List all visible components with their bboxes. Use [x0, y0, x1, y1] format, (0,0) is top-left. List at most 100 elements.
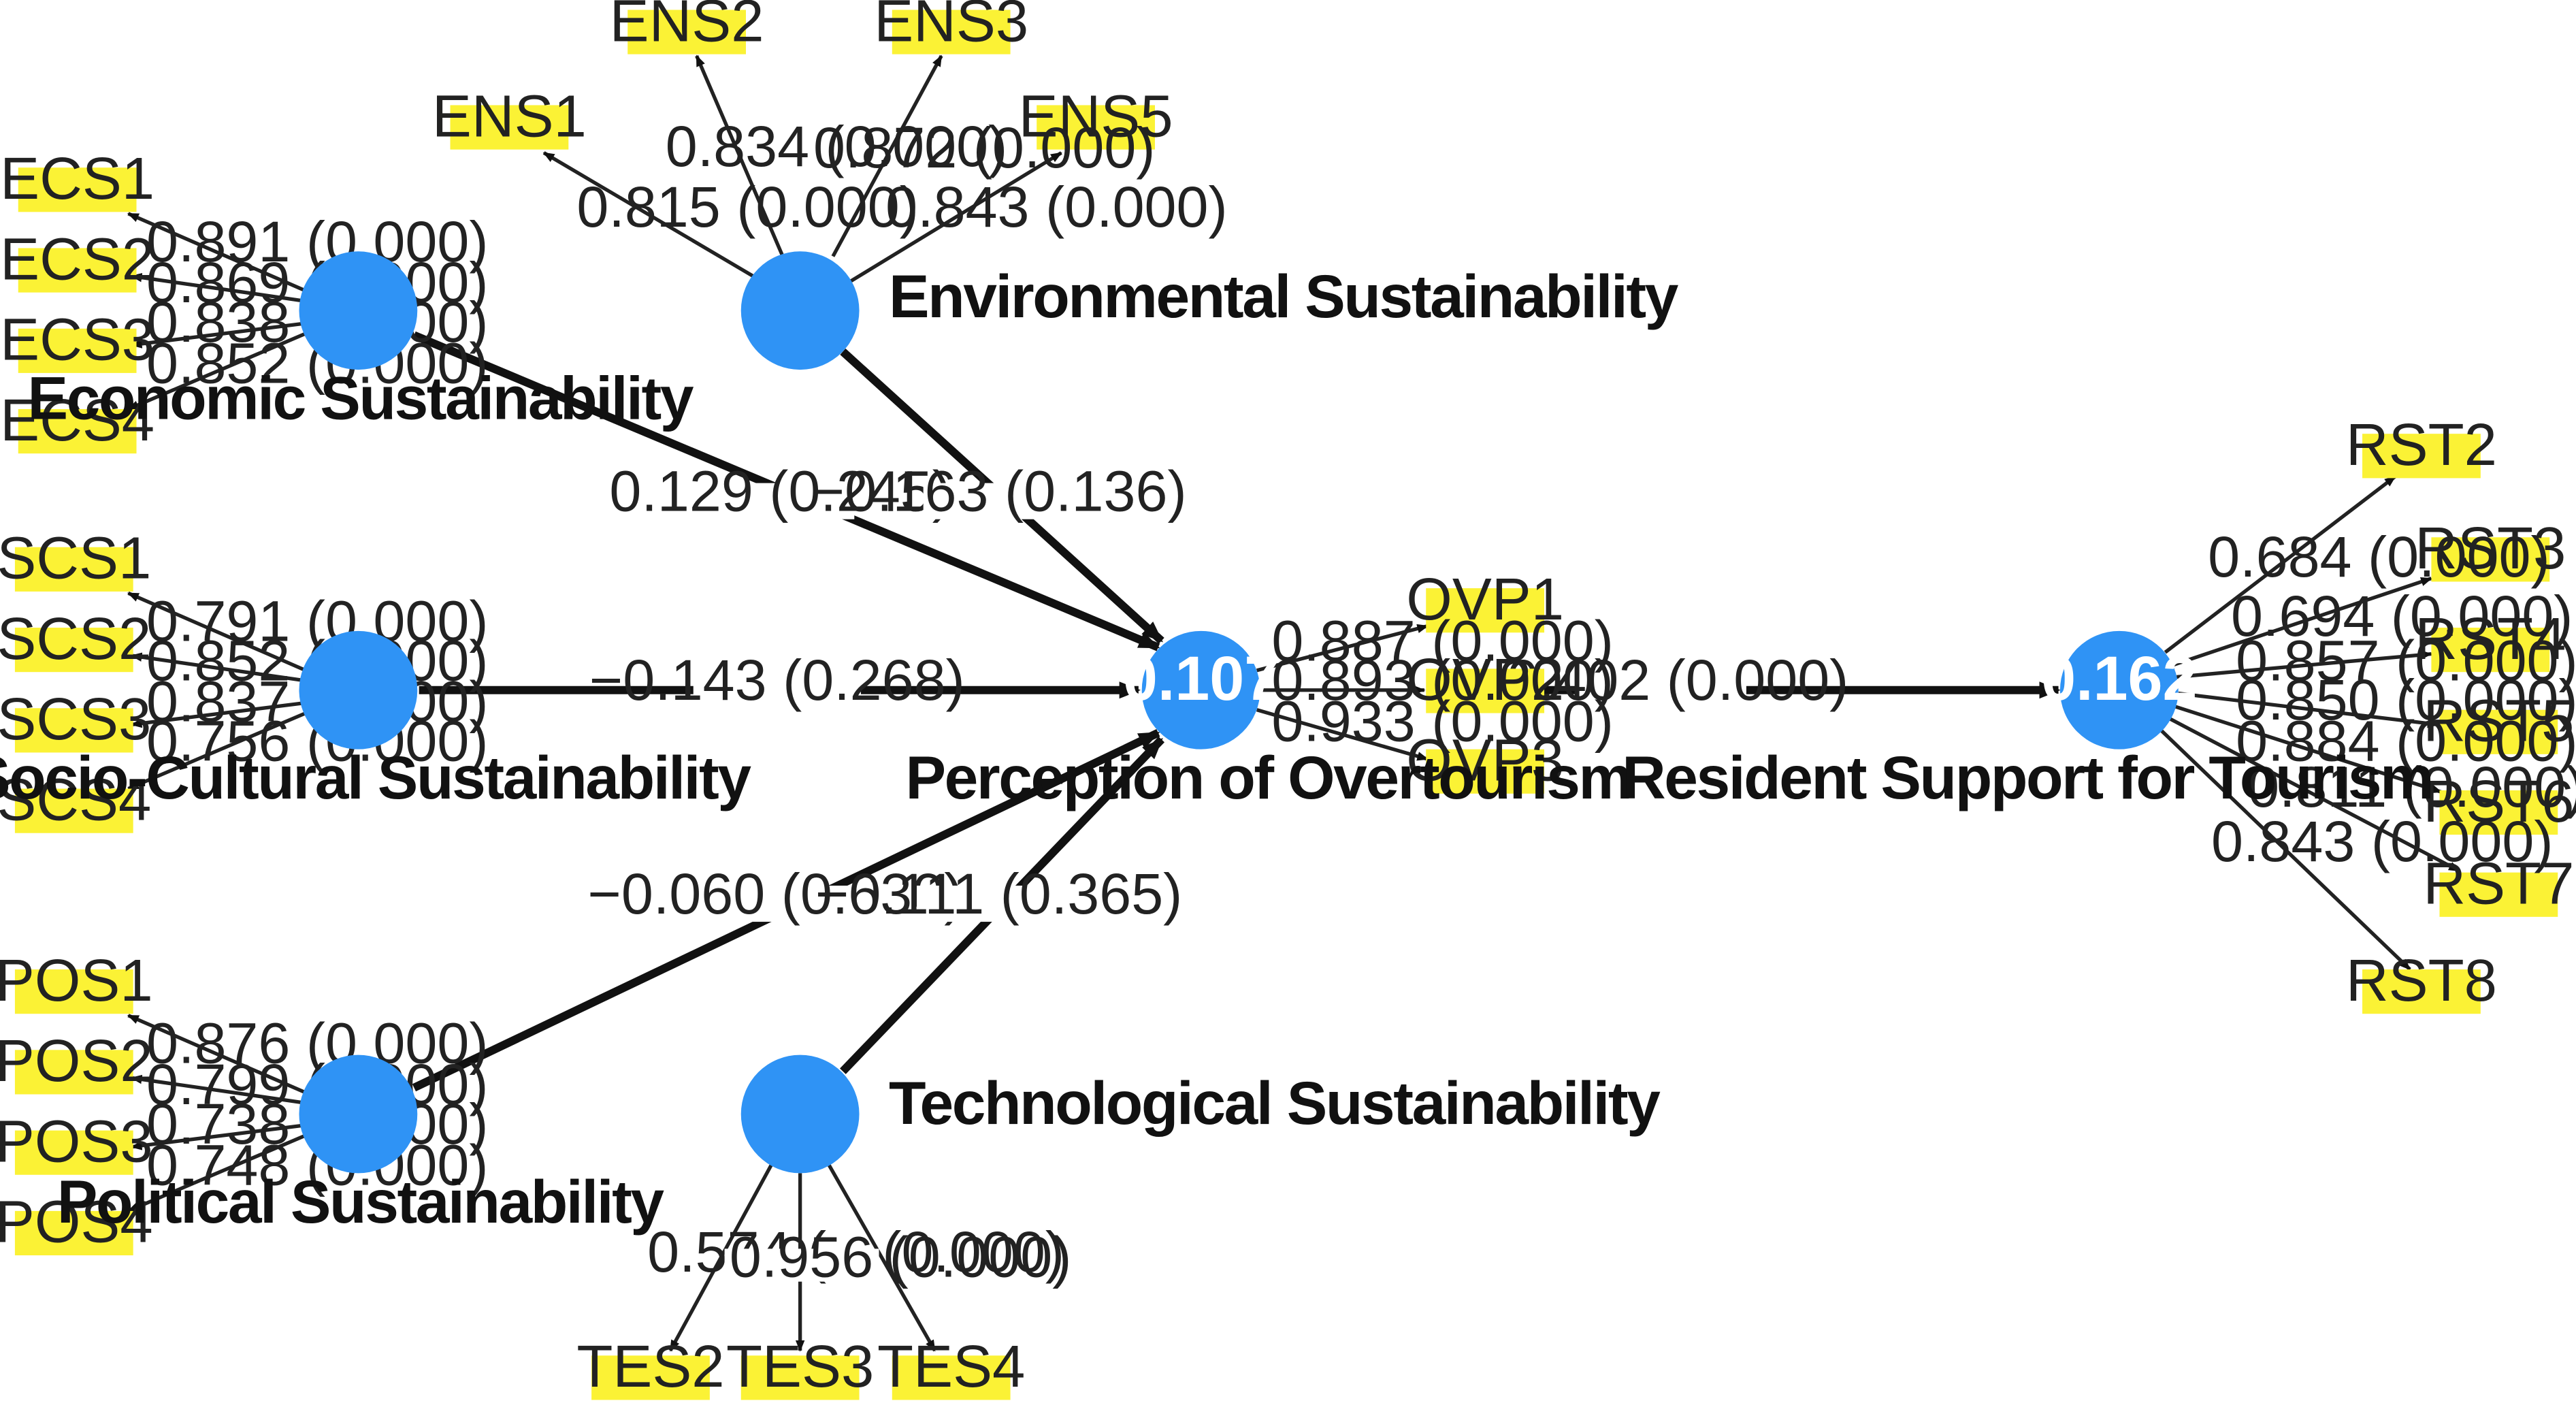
tes-arrow-1 [668, 1162, 774, 1352]
indicator-POS3 [14, 1130, 133, 1175]
indicator-label: ECS1 [0, 146, 154, 212]
indicator-OVP2 [1426, 668, 1545, 713]
ovp-arrow-1 [1256, 624, 1429, 673]
construct-ens [740, 251, 860, 370]
indicator-SCS4 [14, 788, 133, 833]
indicator-RST5 [2439, 709, 2558, 754]
construct-ovp [1141, 630, 1260, 750]
indicator-label: TES2 [576, 1334, 724, 1400]
loading-ENS5: 0.843 (0.000) [885, 175, 1227, 239]
indicator-label: ECS4 [0, 387, 154, 453]
construct-ecs [299, 251, 418, 370]
indicator-label: POS3 [0, 1108, 153, 1174]
indicator-RST3 [2431, 537, 2550, 582]
loading-ENS1: 0.815 (0.000) [576, 175, 918, 239]
path-coef-ecs-ovp: 0.129 (0.245) [609, 460, 951, 523]
ecs-arrow-3 [130, 321, 303, 349]
ovp-block: OVP1 OVP2 OVP3 0.887 (0.000) 0.893 (0.00… [906, 566, 1633, 811]
indicator-label: POS1 [0, 948, 153, 1014]
path-coef-scs-ovp: −0.143 (0.268) [589, 648, 965, 712]
indicator-label: TES3 [726, 1334, 874, 1400]
indicator-RST6 [2439, 790, 2558, 835]
rst-arrow-3 [2176, 650, 2433, 679]
ens-arrow-1 [542, 151, 757, 280]
ecs-arrow-2 [130, 272, 303, 303]
loading-RST5: 0.850 (0.000) [2236, 668, 2576, 732]
loading-ECS1: 0.891 (0.000) [146, 210, 488, 274]
tes-block: TES2 TES3 TES4 0.574 ( 0.956 (0.000) (0.… [576, 1054, 1663, 1400]
indicator-TES3 [740, 1355, 860, 1400]
indicator-label: OVP1 [1406, 566, 1564, 632]
indicator-POS1 [14, 969, 133, 1014]
rst-arrow-1 [2164, 474, 2396, 654]
indicator-label: POS2 [0, 1028, 153, 1094]
path-coefficients: 0.129 (0.245) −0.163 (0.136) −0.143 (0.2… [588, 460, 1849, 926]
construct-rst [2059, 630, 2179, 750]
loading-RST8: 0.843 (0.000) [2211, 809, 2553, 873]
indicator-OVP1 [1426, 588, 1545, 633]
indicator-label: TES4 [877, 1334, 1025, 1400]
indicator-label: ECS2 [0, 226, 154, 292]
indicator-label: OVP3 [1406, 727, 1564, 793]
indicator-label: RST4 [2415, 606, 2566, 672]
indicator-ECS1 [18, 167, 137, 212]
ens-arrow-3 [831, 54, 943, 257]
indicator-ENS2 [627, 10, 746, 54]
construct-label-scs: Socio-Cultural Sustainability [0, 743, 751, 811]
scs-arrow-3 [130, 701, 303, 728]
loading-TES4: (0.000) [882, 1220, 1064, 1284]
path-coef-ens-ovp: −0.163 (0.136) [811, 460, 1187, 523]
scs-arrow-1 [127, 591, 307, 673]
rst-block: RST2 RST3 RST4 RST5 RST6 RST7 RST8 0.684… [1622, 412, 2576, 1014]
path-coef-pos-ovp: −0.060 (0.630) [588, 862, 964, 926]
indicator-label: RST6 [2423, 769, 2574, 835]
indicator-label: RST8 [2346, 948, 2497, 1014]
rst-arrow-6 [2167, 716, 2460, 873]
indicator-ECS2 [18, 248, 137, 293]
pos-arrow-3 [130, 1123, 303, 1150]
construct-label-tes: Technological Sustainability [889, 1069, 1661, 1137]
indicator-label: ECS3 [0, 307, 154, 373]
indicator-label: RST7 [2423, 851, 2574, 917]
scs-arrow-2 [130, 652, 303, 682]
construct-scs [299, 630, 418, 750]
pos-arrow-1 [127, 1014, 307, 1095]
indicator-OVP3 [1426, 749, 1545, 794]
indicator-label: RST3 [2415, 515, 2566, 581]
loading-POS1: 0.876 (0.000) [146, 1012, 488, 1076]
loading-RST3: 0.694 (0.000) [2231, 584, 2573, 648]
pos-arrow-4 [127, 1133, 307, 1213]
construct-label-ecs: Economic Sustainability [27, 364, 694, 432]
loading-OVP1: 0.887 (0.000) [1271, 609, 1613, 673]
indicator-label: SCS2 [0, 606, 151, 672]
indicator-SCS1 [14, 547, 133, 592]
indicator-label: ENS3 [874, 0, 1028, 54]
loading-ENS3: 0.872 (0.000) [813, 116, 1155, 180]
indicator-RST4 [2431, 628, 2550, 673]
rst-arrow-7 [2157, 726, 2411, 971]
indicator-RST7 [2439, 872, 2558, 917]
loading-RST7: 0.811 (0.000) [2247, 755, 2576, 819]
indicator-ENS5 [1037, 105, 1155, 150]
scs-block: SCS1 SCS2 SCS3 SCS4 0.791 (0.000) 0.852 … [0, 526, 753, 833]
indicator-label: RST2 [2346, 412, 2497, 478]
indicator-RST8 [2362, 969, 2481, 1014]
loading-OVP3: 0.933 (0.000) [1271, 690, 1613, 754]
rst-arrow-2 [2171, 577, 2433, 668]
ens-arrow-2 [695, 54, 784, 256]
indicator-label: OVP2 [1406, 647, 1564, 713]
loading-SCS1: 0.791 (0.000) [146, 589, 488, 653]
ens-arrow-4 [850, 151, 1062, 283]
pos-block: POS1 POS2 POS3 POS4 0.876 (0.000) 0.799 … [0, 948, 666, 1256]
indicator-label: SCS1 [0, 526, 151, 592]
construct-label-ens: Environmental Sustainability [889, 262, 1679, 330]
loading-RST6: 0.884 (0.000) [2236, 709, 2576, 773]
indicator-TES2 [591, 1355, 710, 1400]
indicator-label: ENS1 [432, 83, 587, 149]
indicator-RST2 [2362, 434, 2481, 479]
indicator-label: ENS5 [1019, 83, 1173, 149]
r-squared-rst: 0.162 [2041, 644, 2197, 713]
tes-arrow-3 [826, 1162, 936, 1352]
construct-label-pos: Political Sustainability [57, 1167, 665, 1236]
